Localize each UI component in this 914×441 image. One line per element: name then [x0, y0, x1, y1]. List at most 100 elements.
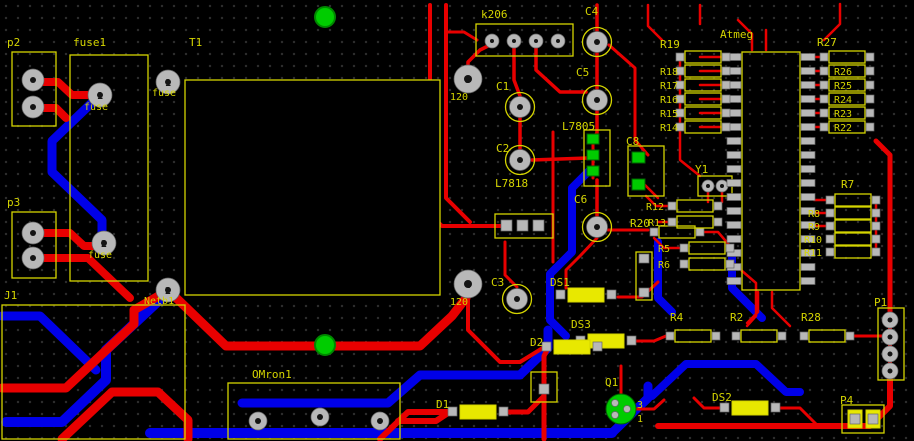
component-j1[interactable] [1, 304, 186, 440]
pads-layer[interactable] [21, 31, 899, 431]
component-p4[interactable] [841, 404, 885, 434]
trace[interactable] [466, 296, 548, 364]
trace[interactable] [29, 229, 104, 250]
component-fuse1[interactable] [69, 54, 149, 282]
trace[interactable] [810, 55, 826, 129]
trace[interactable] [732, 262, 758, 328]
resistor-bank-right[interactable] [819, 50, 875, 134]
component-r5-vertical[interactable] [635, 251, 653, 301]
component-r4[interactable] [665, 329, 721, 343]
trace[interactable] [632, 334, 668, 343]
trace[interactable] [530, 156, 590, 162]
via[interactable] [314, 6, 336, 28]
trace[interactable] [607, 43, 650, 157]
pad[interactable] [623, 405, 631, 413]
trace[interactable] [652, 236, 686, 250]
pad-number: 2 [165, 286, 171, 297]
trace[interactable] [654, 238, 676, 316]
component-ds1[interactable] [555, 287, 617, 303]
trace[interactable] [512, 42, 522, 98]
component-r6[interactable] [679, 257, 735, 271]
trace[interactable] [163, 285, 327, 351]
trace[interactable] [29, 254, 134, 302]
pad[interactable] [611, 411, 619, 419]
pad[interactable] [638, 287, 650, 298]
pad[interactable] [500, 219, 513, 232]
trace[interactable] [377, 409, 451, 441]
pad[interactable] [532, 219, 545, 232]
trace[interactable] [564, 236, 599, 290]
component-l7818[interactable] [494, 213, 554, 239]
label-r20: R20 [630, 217, 650, 230]
component-c1-outline[interactable] [504, 91, 536, 123]
component-r28[interactable] [799, 329, 855, 343]
component-c6-outline[interactable] [581, 211, 613, 243]
pad-green[interactable] [631, 178, 646, 191]
component-r5[interactable] [679, 241, 735, 255]
trace[interactable] [702, 230, 732, 248]
resistor-bank-r7[interactable] [825, 193, 881, 259]
trace[interactable] [698, 55, 734, 129]
trace[interactable] [632, 398, 666, 411]
component-atmeg-body[interactable] [741, 51, 801, 291]
trace[interactable] [0, 311, 101, 375]
trace[interactable] [47, 90, 107, 247]
trace[interactable] [678, 55, 702, 178]
component-p1[interactable] [877, 307, 905, 381]
pad[interactable] [867, 413, 879, 425]
atmeg-pin-pads[interactable] [726, 53, 816, 285]
pad[interactable] [611, 399, 619, 407]
component-l7805[interactable] [583, 129, 611, 187]
component-q1-body[interactable] [605, 393, 637, 425]
pad-green[interactable] [586, 149, 600, 161]
trace[interactable] [646, 2, 842, 42]
trace[interactable] [745, 290, 760, 325]
component-c3-outline[interactable] [501, 283, 533, 315]
component-r12[interactable] [667, 199, 723, 213]
trace[interactable] [499, 393, 547, 415]
trace[interactable] [57, 387, 193, 441]
component-c4-outline[interactable] [581, 26, 613, 58]
component-jumper[interactable] [530, 371, 558, 403]
trace[interactable] [29, 78, 100, 99]
trace[interactable] [692, 396, 726, 410]
component-c8[interactable] [627, 145, 665, 197]
component-c2-outline[interactable] [504, 144, 536, 176]
pad-hole [534, 39, 538, 43]
pad[interactable] [638, 253, 650, 264]
trace[interactable] [774, 406, 818, 426]
pad[interactable] [849, 413, 861, 425]
pad-green[interactable] [586, 165, 600, 177]
component-p3[interactable] [11, 211, 57, 279]
trace[interactable] [648, 360, 804, 400]
pad[interactable] [538, 383, 550, 395]
trace[interactable] [317, 293, 471, 351]
trace[interactable] [534, 42, 588, 94]
pad-green[interactable] [586, 133, 600, 145]
pad-green[interactable] [631, 151, 646, 164]
component-r2[interactable] [731, 329, 787, 343]
trace[interactable] [770, 290, 792, 328]
trace[interactable] [736, 18, 768, 52]
vias-layer[interactable] [314, 6, 336, 356]
component-c5-outline[interactable] [581, 84, 613, 116]
resistor-bank-left[interactable] [675, 50, 731, 134]
trace[interactable] [873, 138, 893, 315]
trace[interactable] [444, 30, 479, 42]
trace[interactable] [503, 240, 519, 289]
trace[interactable] [395, 410, 451, 424]
component-k206[interactable] [475, 23, 574, 57]
trace[interactable] [546, 166, 594, 340]
component-d1[interactable] [447, 404, 509, 420]
component-p2[interactable] [11, 51, 57, 127]
trace[interactable] [444, 3, 472, 224]
pad[interactable] [516, 219, 529, 232]
trace[interactable] [0, 289, 167, 393]
component-d2[interactable] [541, 339, 603, 355]
component-t1-body[interactable] [184, 79, 441, 296]
trace[interactable] [237, 325, 553, 408]
via[interactable] [314, 334, 336, 356]
component-omron1[interactable] [227, 382, 401, 440]
